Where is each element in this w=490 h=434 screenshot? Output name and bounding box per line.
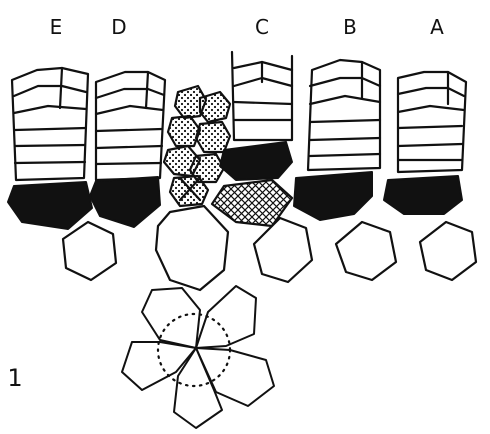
solid-plate-b xyxy=(294,172,372,220)
rosette-plate-top-left xyxy=(142,288,200,348)
label-e: E xyxy=(50,15,63,39)
label-d: D xyxy=(111,15,126,39)
rosette-plate-top-right xyxy=(196,286,256,348)
solid-plate-d xyxy=(90,177,160,227)
label-c: C xyxy=(255,15,269,39)
hexagon-c xyxy=(254,218,312,282)
dotted-cells-d xyxy=(164,86,230,206)
figure-number: 1 xyxy=(7,364,22,392)
solid-plate-e xyxy=(8,182,92,229)
solid-plate-a xyxy=(384,176,462,214)
column-e xyxy=(8,68,116,280)
solid-plate-c xyxy=(220,142,292,180)
label-b: B xyxy=(343,15,357,39)
striated-segment-d xyxy=(96,72,165,180)
label-a: A xyxy=(430,15,444,39)
large-polygon-d xyxy=(156,206,228,290)
striated-segment-b xyxy=(308,60,380,170)
hexagon-a xyxy=(420,222,476,280)
striated-segment-c xyxy=(232,52,292,140)
striated-segment-a xyxy=(398,72,466,172)
column-a xyxy=(384,72,476,280)
hexagon-b xyxy=(336,222,396,280)
pentagon-rosette xyxy=(122,286,274,428)
hexagon-e xyxy=(63,222,116,280)
striated-segment-e xyxy=(12,68,88,180)
